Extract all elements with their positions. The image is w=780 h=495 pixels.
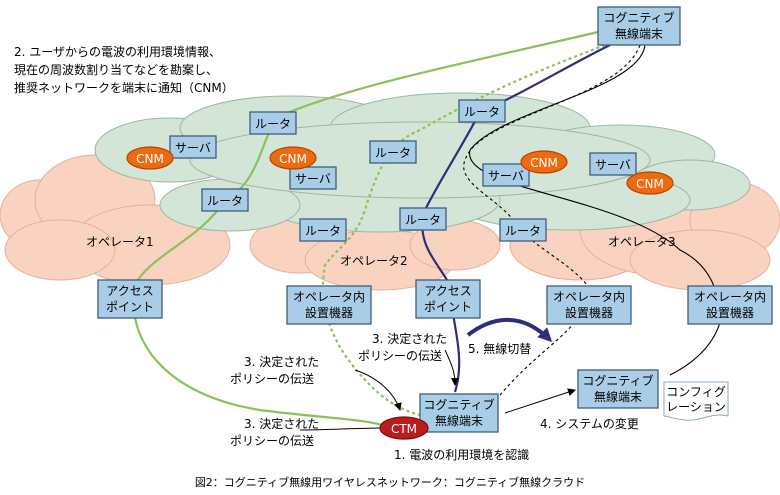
svg-text:コンフィグ: コンフィグ (666, 385, 725, 399)
cnm-badge-2: CNM (269, 146, 317, 170)
svg-text:ルータ: ルータ (505, 224, 541, 238)
policy-arrow-b (299, 424, 389, 433)
ctm-badge: CTM (379, 416, 429, 440)
svg-text:ルータ: ルータ (255, 117, 291, 131)
server-box-2: サーバ (289, 166, 337, 190)
router-box-6: ルータ (299, 218, 347, 242)
system-change-label: 4. システムの変更 (540, 416, 639, 431)
cognitive-terminal-right: コグニティブ 無線端末 (577, 369, 659, 409)
policy-arrow-a (354, 369, 402, 411)
svg-text:設置機器: 設置機器 (565, 305, 613, 320)
svg-text:ポイント: ポイント (106, 300, 154, 314)
svg-text:CNM: CNM (530, 156, 558, 170)
policy-label-b: 3. 決定された ポリシーの伝送 (230, 416, 319, 448)
green-link (132, 30, 599, 429)
cnm-badge-1: CNM (126, 146, 174, 170)
svg-text:コグニティブ: コグニティブ (603, 10, 674, 25)
operator-equipment-1: オペレータ内 設置機器 (286, 285, 372, 325)
svg-text:3. 決定された: 3. 決定された (372, 331, 447, 346)
svg-text:レーション: レーション (666, 400, 726, 414)
switch-arrow (466, 317, 553, 343)
svg-text:アクセス: アクセス (106, 284, 153, 298)
access-point-2: アクセス ポイント (415, 279, 481, 319)
svg-text:CNM: CNM (636, 177, 664, 191)
navy-link (421, 44, 611, 393)
svg-text:ルータ: ルータ (305, 224, 341, 238)
switch-label: 5. 無線切替 (468, 341, 531, 356)
server-box-1: サーバ (169, 135, 217, 159)
svg-text:CNM: CNM (136, 152, 164, 166)
svg-text:サーバ: サーバ (175, 141, 211, 155)
svg-text:ポリシーの伝送: ポリシーの伝送 (230, 371, 314, 386)
router-box-5: ルータ (399, 207, 447, 231)
operator2-label: オペレータ2 (340, 254, 408, 268)
svg-text:2. ユーザからの電波の利用環境情報、: 2. ユーザからの電波の利用環境情報、 (14, 44, 221, 59)
server-box-4: サーバ (589, 152, 637, 176)
svg-text:アクセス: アクセス (424, 284, 471, 298)
svg-text:設置機器: 設置機器 (706, 305, 754, 320)
black-dotted-link (463, 44, 641, 396)
green-dotted-link (322, 43, 606, 417)
router-box-1: ルータ (249, 111, 297, 135)
access-point-1: アクセス ポイント (97, 279, 163, 319)
svg-text:3. 決定された: 3. 決定された (244, 416, 319, 431)
cognitive-terminal-bottom: コグニティブ 無線端末 (419, 393, 499, 433)
svg-text:CTM: CTM (391, 422, 417, 436)
svg-text:ルータ: ルータ (405, 213, 441, 227)
cnm-badge-4: CNM (626, 171, 674, 195)
svg-text:ルータ: ルータ (375, 146, 411, 160)
policy-arrow-c (444, 349, 459, 386)
svg-text:3. 決定された: 3. 決定された (244, 354, 319, 369)
operator-equipment-3: オペレータ内 設置機器 (687, 285, 773, 325)
operator1-label: オペレータ1 (86, 235, 154, 249)
configuration-document: コンフィグ レーション (663, 381, 729, 421)
recognize-label: 1. 電波の利用環境を認識 (394, 447, 529, 462)
cnm-note: 2. ユーザからの電波の利用環境情報、 現在の周波数割り当てなどを勘案し、 推奨… (14, 44, 234, 95)
svg-text:オペレータ内: オペレータ内 (293, 290, 365, 304)
server-box-3: サーバ (482, 163, 530, 187)
policy-label-c: 3. 決定された ポリシーの伝送 (358, 331, 447, 363)
router-box-3: ルータ (369, 140, 417, 164)
system-change-arrow (504, 388, 576, 414)
svg-text:ポイント: ポイント (424, 300, 472, 314)
svg-text:コグニティブ: コグニティブ (582, 373, 653, 388)
figure-caption: 図2：コグニティブ無線用ワイヤレスネットワーク：コグニティブ無線クラウド (195, 475, 585, 489)
svg-text:サーバ: サーバ (295, 172, 331, 186)
svg-text:オペレータ内: オペレータ内 (553, 290, 625, 304)
svg-text:ルータ: ルータ (464, 105, 500, 119)
operator-equipment-2: オペレータ内 設置機器 (546, 285, 632, 325)
svg-text:サーバ: サーバ (595, 158, 631, 172)
svg-text:無線端末: 無線端末 (435, 413, 483, 428)
cnm-badge-3: CNM (520, 150, 568, 174)
svg-text:オペレータ内: オペレータ内 (694, 290, 766, 304)
svg-text:サーバ: サーバ (488, 169, 524, 183)
svg-text:無線端末: 無線端末 (615, 26, 663, 41)
router-box-7: ルータ (499, 218, 547, 242)
svg-text:推奨ネットワークを端末に通知（CNM）: 推奨ネットワークを端末に通知（CNM） (14, 81, 234, 95)
svg-text:現在の周波数割り当てなどを勘案し、: 現在の周波数割り当てなどを勘案し、 (14, 62, 218, 77)
svg-text:CNM: CNM (279, 152, 307, 166)
svg-text:設置機器: 設置機器 (305, 305, 353, 320)
operator3-label: オペレータ3 (608, 235, 676, 249)
svg-text:ポリシーの伝送: ポリシーの伝送 (358, 348, 442, 363)
cognitive-terminal-top: コグニティブ 無線端末 (597, 6, 681, 46)
svg-text:ポリシーの伝送: ポリシーの伝送 (230, 433, 314, 448)
router-box-4: ルータ (201, 188, 249, 212)
svg-text:ルータ: ルータ (207, 194, 243, 208)
policy-label-a: 3. 決定された ポリシーの伝送 (230, 354, 319, 386)
svg-text:コグニティブ: コグニティブ (423, 397, 494, 412)
router-box-2: ルータ (458, 99, 506, 123)
svg-text:無線端末: 無線端末 (594, 389, 642, 404)
